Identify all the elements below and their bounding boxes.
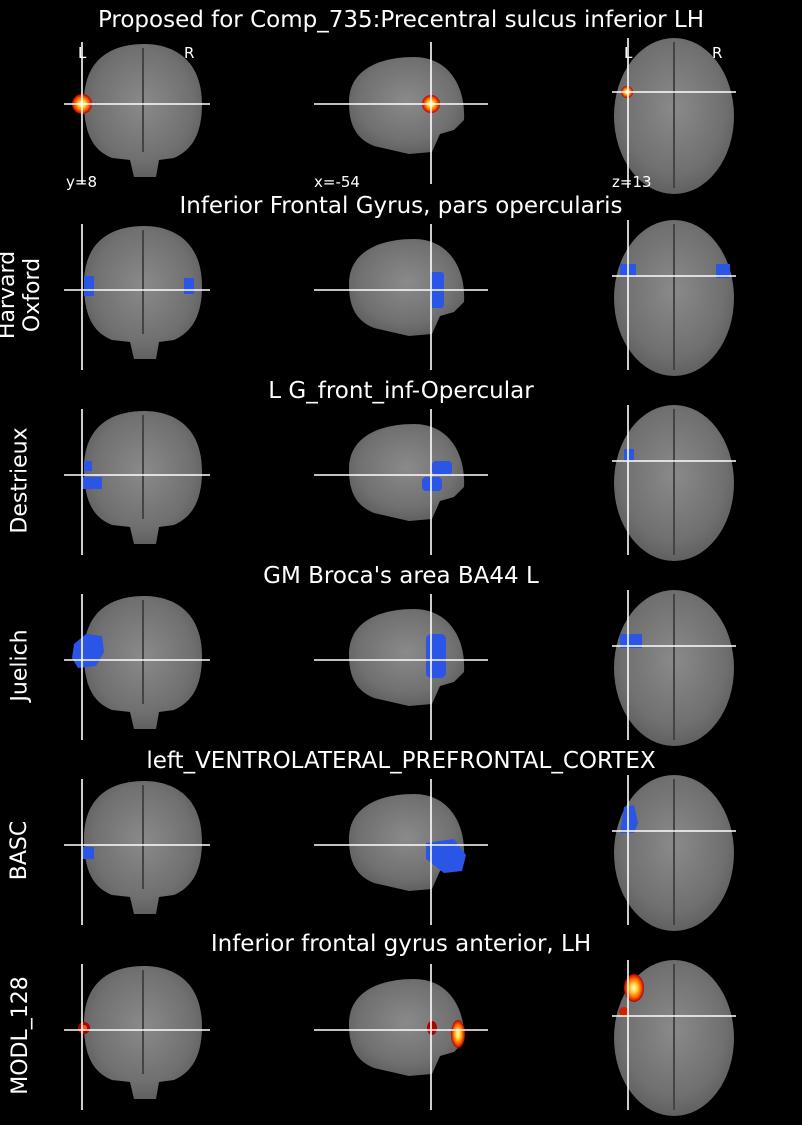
coronal-view (64, 964, 210, 1110)
axial-view (612, 405, 736, 561)
row-basc: left_VENTROLATERAL_PREFRONTAL_CORTEX BAS… (0, 745, 802, 931)
coronal-coordinate: y=8 (66, 173, 97, 191)
right-marker: R (184, 44, 195, 62)
atlas-label: MODL_128 (7, 975, 33, 1095)
atlas-label: Juelich (7, 628, 33, 702)
sagittal-view (314, 224, 488, 370)
sagittal-view (314, 779, 488, 925)
row-proposed: Proposed for Comp_735:Precentral sulcus … (0, 0, 802, 194)
sagittal-view (314, 409, 488, 555)
coronal-view (64, 224, 210, 370)
axial-coordinate: z=13 (612, 173, 652, 191)
coronal-view (64, 42, 210, 184)
right-marker-axial: R (712, 44, 723, 62)
sagittal-view (314, 42, 488, 184)
sagittal-view (314, 594, 488, 740)
figure-title: Proposed for Comp_735:Precentral sulcus … (97, 7, 705, 33)
left-marker-axial: L (624, 44, 633, 62)
sagittal-view (314, 964, 488, 1110)
row-juelich: GM Broca's area BA44 L Juelich (0, 560, 802, 746)
axial-view (612, 220, 736, 376)
axial-view (612, 960, 736, 1116)
axial-view (612, 38, 736, 194)
atlas-label: Destrieux (7, 426, 33, 534)
sagittal-coordinate: x=-54 (314, 173, 360, 191)
region-title: GM Broca's area BA44 L (263, 563, 539, 589)
region-title: left_VENTROLATERAL_PREFRONTAL_CORTEX (146, 748, 656, 774)
region-title: Inferior Frontal Gyrus, pars opercularis (179, 193, 623, 219)
axial-view (612, 775, 736, 931)
coronal-view (64, 594, 210, 740)
coronal-view (64, 409, 210, 555)
row-modl-128: Inferior frontal gyrus anterior, LH MODL… (0, 930, 802, 1125)
coronal-view (64, 779, 210, 925)
atlas-label: BASC (7, 820, 33, 880)
region-title: L G_front_inf-Opercular (268, 378, 534, 404)
atlas-label: Harvard Oxford (0, 250, 46, 340)
row-harvard-oxford: Inferior Frontal Gyrus, pars opercularis… (0, 190, 802, 376)
axial-view (612, 590, 736, 746)
region-title: Inferior frontal gyrus anterior, LH (210, 931, 592, 957)
left-marker: L (78, 44, 87, 62)
row-destrieux: L G_front_inf-Opercular Destrieux (0, 375, 802, 561)
